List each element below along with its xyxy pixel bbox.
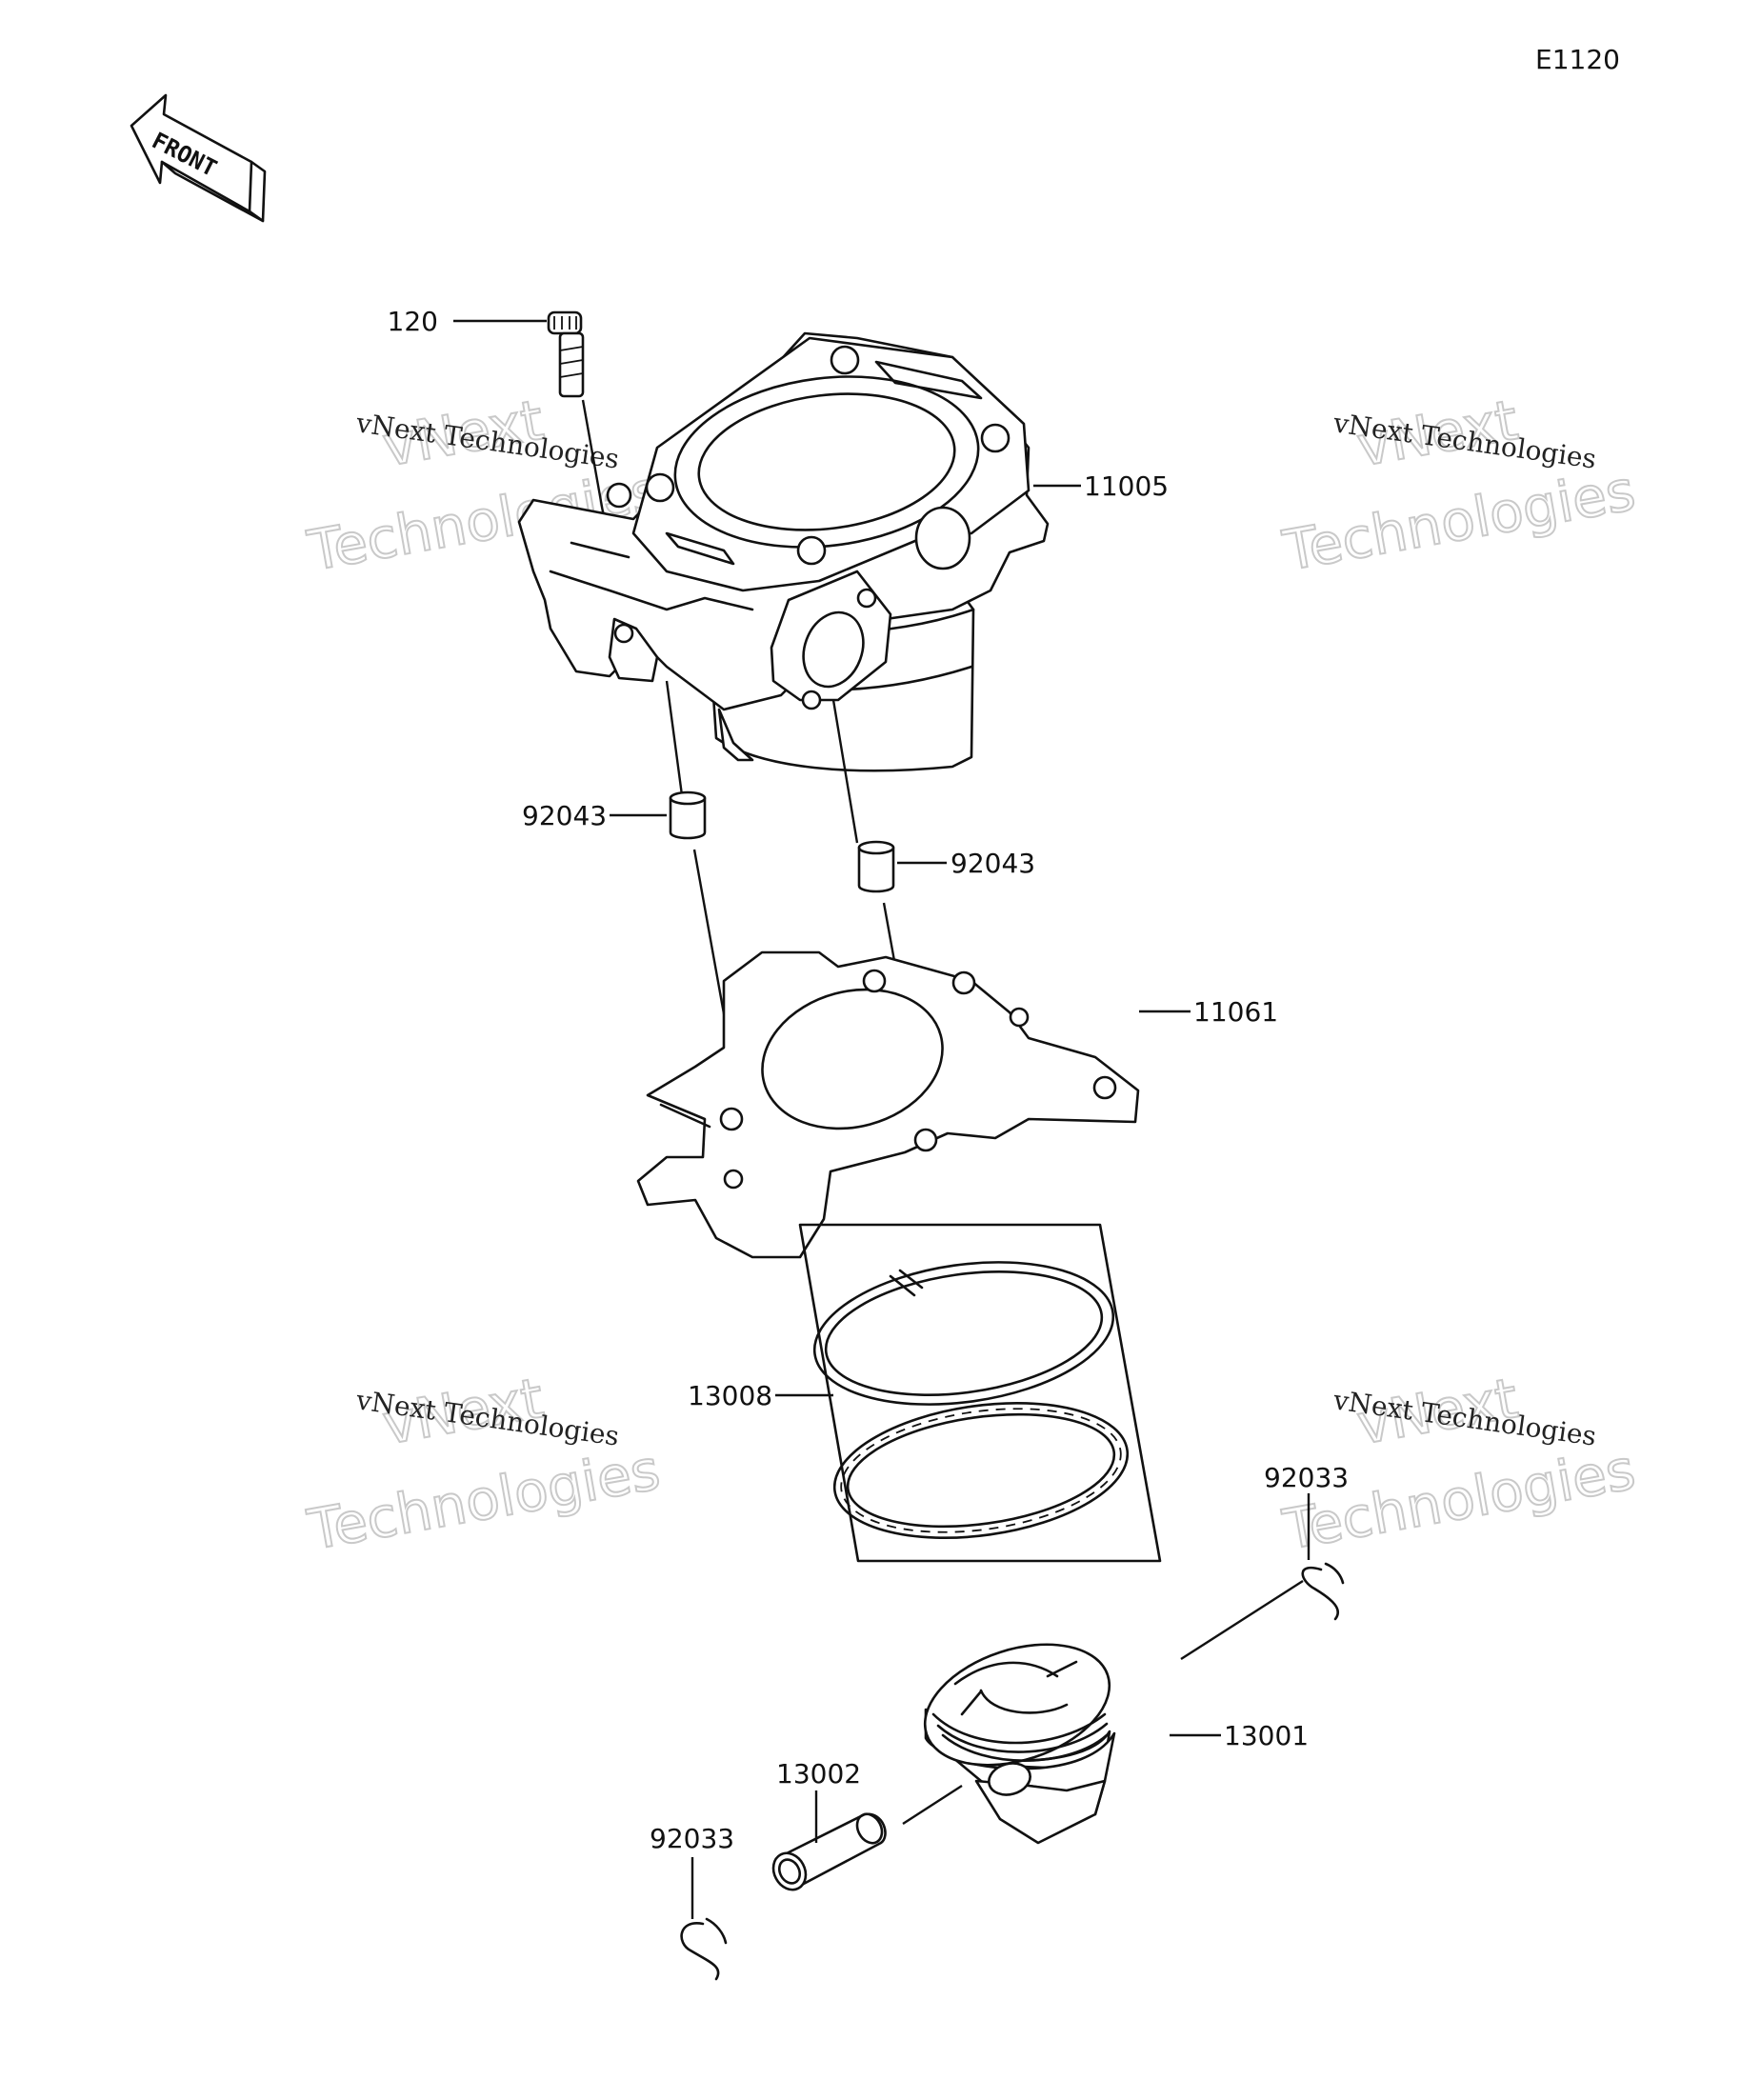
part-number-11061: 11061 [1193,996,1278,1028]
circlip-right-part [1180,1562,1345,1661]
watermark-bottom-left: vNext Technologies vNext Technologies [302,1365,666,1564]
cylinder-part [517,331,1050,844]
part-number-92043-left: 92043 [522,800,607,831]
part-number-13008: 13008 [688,1380,772,1411]
part-number-92033-right: 92033 [1264,1462,1349,1493]
watermark-top-right: vNext Technologies vNext Technologies [1277,387,1641,585]
watermark-bottom-right: vNext Technologies vNext Technologies [1277,1365,1641,1564]
diagram-code: E1120 [1535,44,1620,75]
part-number-120: 120 [388,306,438,337]
watermark-text: Technologies [1278,458,1640,584]
piston-pin-part [771,1812,887,1891]
piston-part [902,1643,1116,1845]
circlip-left-part [680,1917,728,1981]
watermark-text: Technologies [303,1437,665,1563]
part-number-92043-right: 92043 [951,848,1035,879]
part-number-92033-left: 92033 [650,1823,734,1854]
front-arrow-icon: FRONT [130,93,267,223]
cylinder-base-gasket-part [636,950,1140,1259]
piston-ring-set-part [798,1223,1162,1563]
dowel-pin-left-part [669,790,735,1068]
dowel-pin-right-part [857,840,926,1125]
part-number-11005: 11005 [1084,470,1169,502]
part-number-13002: 13002 [776,1758,861,1790]
watermark-text: Technologies [1278,1437,1640,1563]
part-number-13001: 13001 [1224,1720,1309,1751]
